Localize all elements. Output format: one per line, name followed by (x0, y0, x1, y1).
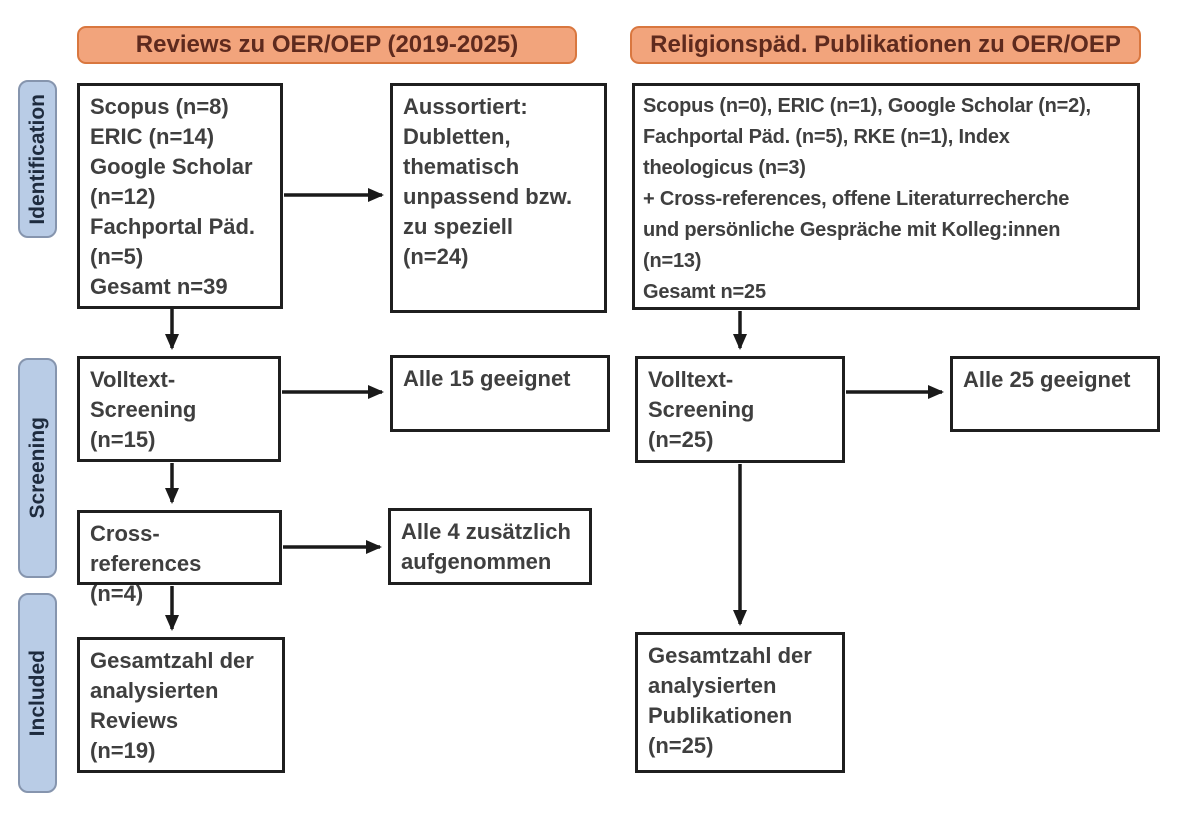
right-column-header: Religionspäd. Publikationen zu OER/OEP (630, 26, 1141, 64)
right-screening-result-box: Alle 25 geeignet (950, 356, 1160, 432)
right-screening-box: Volltext- Screening (n=25) (635, 356, 845, 463)
left-screening-result-box: Alle 15 geeignet (390, 355, 610, 432)
stage-label-identification: Identification (25, 93, 49, 225)
stage-bar-screening: Screening (18, 358, 57, 578)
stage-label-included: Included (25, 649, 49, 737)
stage-bar-identification: Identification (18, 80, 57, 238)
left-excluded-box: Aussortiert: Dubletten, thematisch unpas… (390, 83, 607, 313)
left-crossref-box: Cross-references (n=4) (77, 510, 282, 606)
left-crossref-result-box: Alle 4 zusätzlich aufgenommen (388, 508, 592, 585)
left-included-box: Gesamtzahl der analysierten Reviews (n=1… (77, 637, 285, 773)
left-column-header: Reviews zu OER/OEP (2019-2025) (77, 26, 577, 64)
stage-label-screening: Screening (25, 417, 49, 519)
left-identification-box: Scopus (n=8) ERIC (n=14) Google Scholar … (77, 83, 283, 309)
right-identification-box: Scopus (n=0), ERIC (n=1), Google Scholar… (632, 83, 1140, 310)
stage-bar-included: Included (18, 593, 57, 793)
right-included-box: Gesamtzahl der analysierten Publikatione… (635, 632, 845, 773)
left-screening-box: Volltext- Screening (n=15) (77, 356, 281, 462)
